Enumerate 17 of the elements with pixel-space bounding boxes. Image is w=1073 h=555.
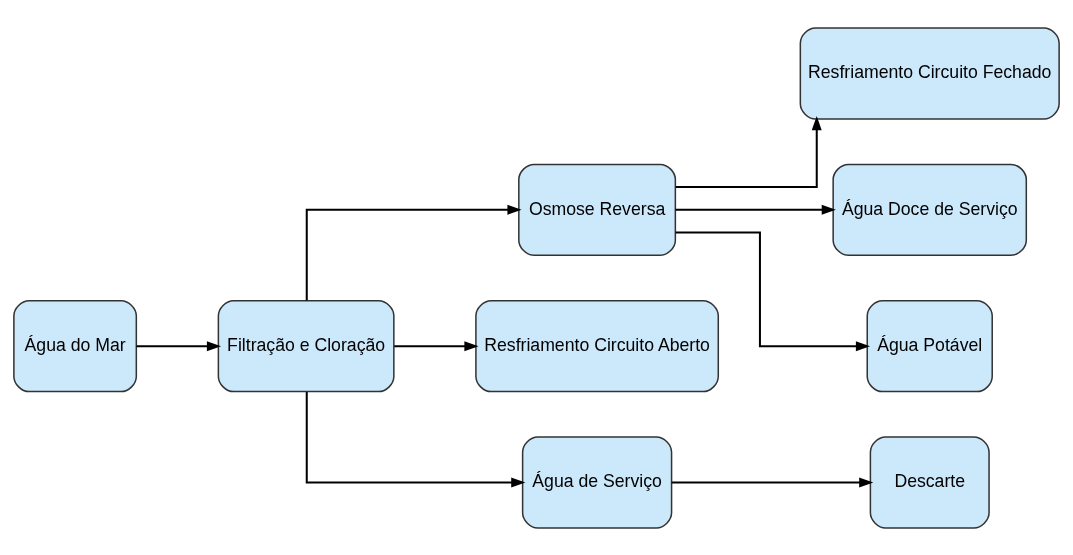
arrow: [305, 204, 522, 300]
node-box: Descarte: [869, 435, 990, 529]
node-box: Água Doce de Serviço: [832, 163, 1028, 256]
node-box: Água do Mar: [13, 299, 138, 392]
arrow: [675, 204, 836, 215]
node-box: Resfriamento Circuito Fechado: [799, 26, 1060, 120]
arrow: [136, 340, 222, 351]
node-box: Osmose Reversa: [518, 163, 677, 256]
arrow: [675, 115, 822, 188]
node-box: Água Potável: [866, 299, 993, 392]
arrow: [671, 477, 874, 487]
arrow: [305, 391, 526, 487]
node-box: Água de Serviço: [521, 435, 673, 529]
arrow: [394, 340, 479, 351]
arrow: [675, 231, 871, 351]
node-box: Resfriamento Circuito Aberto: [475, 299, 720, 392]
node-box: Filtração e Cloração: [217, 299, 395, 392]
